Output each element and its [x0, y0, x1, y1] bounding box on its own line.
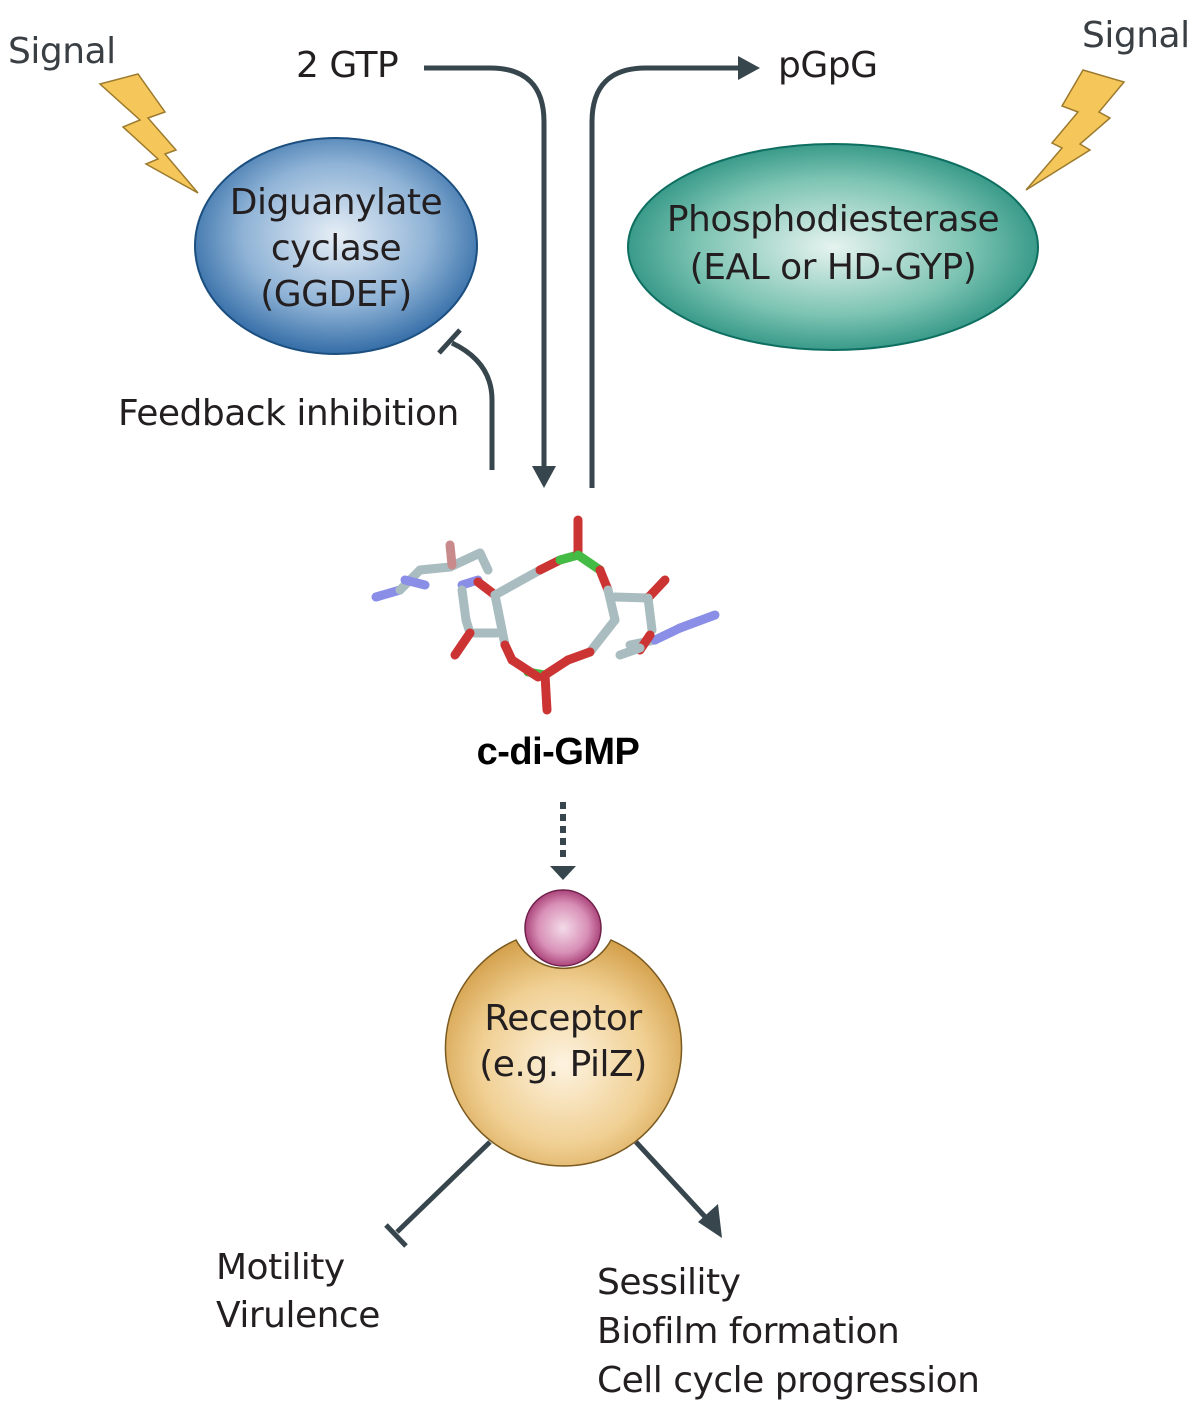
feedback-inhibition-label: Feedback inhibition: [118, 393, 459, 434]
outcome-virulence: Virulence: [216, 1295, 380, 1336]
promote-sessility-line: [634, 1140, 710, 1222]
promoted-outcomes: Sessility Biofilm formation Cell cycle p…: [597, 1258, 980, 1405]
outcome-biofilm-formation: Biofilm formation: [597, 1311, 900, 1352]
phosphodiesterase-label: Phosphodiesterase (EAL or HD-GYP): [628, 196, 1038, 292]
receptor-line-1: Receptor: [484, 998, 642, 1039]
cyclase-line-2: cyclase: [270, 228, 402, 269]
receptor-label: Receptor (e.g. PilZ): [450, 996, 676, 1088]
outcome-sessility: Sessility: [597, 1262, 741, 1303]
cyclase-label: Diguanylate cyclase (GGDEF): [196, 180, 476, 318]
cdigmp-ligand: [524, 889, 602, 967]
pde-line-2: (EAL or HD-GYP): [689, 247, 977, 288]
cdigmp-to-pgpg-arrow: [589, 65, 740, 488]
receptor-node: [444, 939, 683, 1167]
gtp-to-cdigmp-arrow: [424, 65, 547, 470]
cdigmp-molecule: [371, 515, 720, 715]
promote-sessility-arrowhead: [698, 1204, 722, 1238]
signal-right-label: Signal: [1082, 15, 1190, 56]
inhibit-motility-bar: [384, 1223, 408, 1248]
signal-bolt-right-icon: [1025, 69, 1126, 191]
dotted-arrowhead: [550, 866, 576, 880]
inhibited-outcomes: Motility Virulence: [216, 1244, 380, 1340]
pgpg-label: pGpG: [778, 45, 878, 86]
cdigmp-label: c-di-GMP: [476, 731, 640, 773]
cyclase-line-1: Diguanylate: [229, 182, 443, 223]
outcome-motility: Motility: [216, 1247, 345, 1288]
arrowhead-right: [738, 56, 760, 80]
pde-line-1: Phosphodiesterase: [666, 199, 1000, 240]
signal-bolt-left-icon: [98, 73, 199, 194]
feedback-inhibition-line: [450, 340, 495, 470]
arrowhead-down: [532, 466, 556, 488]
inhibit-motility-line: [395, 1140, 492, 1234]
cyclase-line-3: (GGDEF): [260, 274, 412, 315]
feedback-inhibition-bar: [437, 328, 462, 355]
phosphodiesterase-node: [627, 143, 1039, 351]
receptor-line-2: (e.g. PilZ): [479, 1044, 647, 1085]
signal-left-label: Signal: [8, 31, 116, 72]
diguanylate-cyclase-node: [194, 137, 478, 355]
gtp-label: 2 GTP: [296, 45, 399, 86]
outcome-cell-cycle-progression: Cell cycle progression: [597, 1360, 980, 1401]
